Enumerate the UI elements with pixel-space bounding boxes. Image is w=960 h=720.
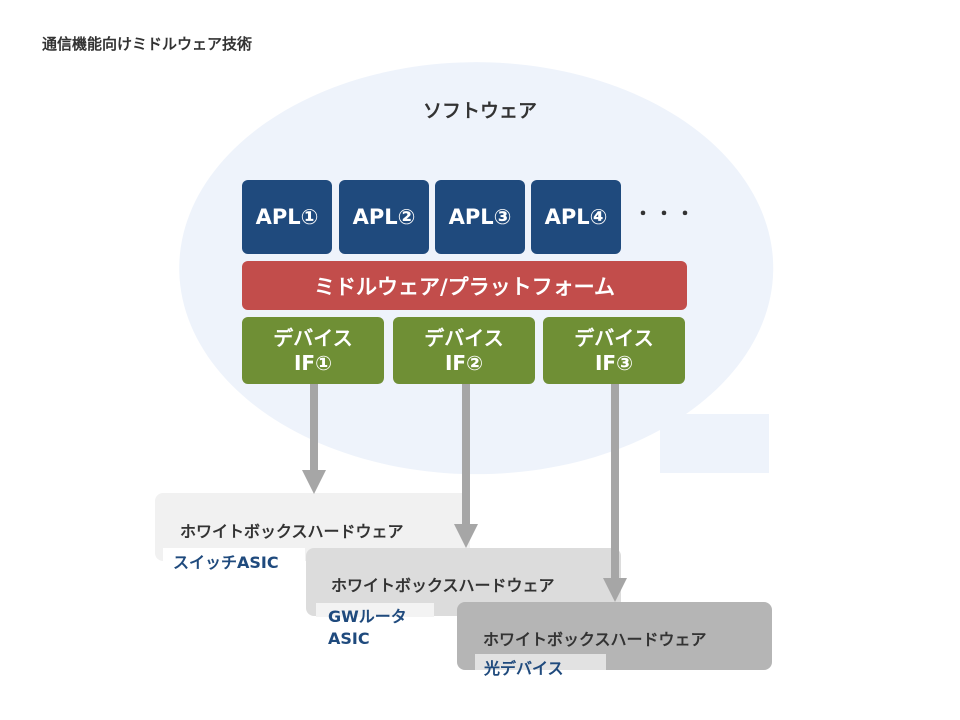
arrow-2 [454, 384, 478, 548]
hardware-box-2-chip-line2: ASIC [328, 629, 370, 648]
device-if-3: デバイス IF③ [543, 317, 685, 384]
hardware-box-1-chip: スイッチASIC [173, 553, 279, 572]
page-title: 通信機能向けミドルウェア技術 [42, 35, 253, 53]
hardware-box-2-label: ホワイトボックスハードウェア [331, 576, 555, 595]
device-if-2: デバイス IF② [393, 317, 535, 384]
device-if-1-line1: デバイス [273, 325, 353, 350]
apl-box-2: APL② [339, 180, 429, 254]
device-if-3-line1: デバイス [574, 325, 654, 350]
device-if-3-line2: IF③ [594, 350, 634, 375]
device-if-1: デバイス IF① [242, 317, 384, 384]
arrow-1 [302, 384, 326, 494]
hardware-box-3-chip-tab [475, 654, 606, 670]
hardware-box-2-chip: GWルータ ASIC [328, 606, 407, 650]
hardware-box-2-chip-line1: GWルータ [328, 607, 407, 626]
apl-box-1: APL① [242, 180, 332, 254]
hardware-box-1-chip-tab [163, 548, 305, 566]
device-if-2-line1: デバイス [424, 325, 504, 350]
arrow-3 [603, 384, 627, 602]
apl-box-4: APL④ [531, 180, 621, 254]
device-if-2-line2: IF② [444, 350, 484, 375]
device-if-1-line2: IF① [293, 350, 333, 375]
apl-ellipsis: ・・・ [634, 204, 697, 225]
software-label: ソフトウェア [422, 100, 537, 122]
hardware-box-1-label: ホワイトボックスハードウェア [180, 522, 404, 541]
middleware-platform-bar: ミドルウェア/プラットフォーム [242, 261, 687, 310]
hardware-box-3-chip: 光デバイス [484, 659, 564, 678]
apl-box-3: APL③ [435, 180, 525, 254]
hardware-box-3-label: ホワイトボックスハードウェア [483, 630, 707, 649]
hardware-box-2-chip-tab [316, 603, 434, 617]
